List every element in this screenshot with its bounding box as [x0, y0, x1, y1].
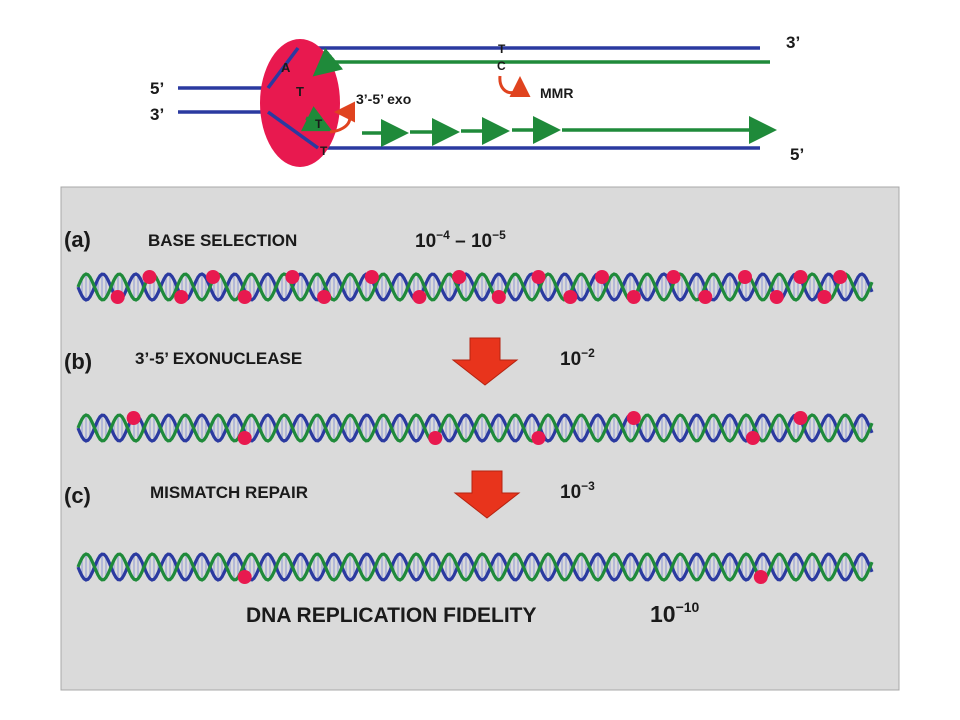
mismatch-error-dot	[531, 270, 546, 284]
mismatch-error-dot	[626, 290, 641, 304]
incoming-primer	[300, 106, 333, 132]
mismatch-error-dot	[412, 290, 427, 304]
mismatch-error-dot	[769, 290, 784, 304]
step-b-rate: 10−2	[560, 346, 595, 370]
mismatch-error-dot	[491, 290, 506, 304]
mismatch-error-dot	[428, 431, 443, 445]
mismatch-error-dot	[698, 290, 713, 304]
mismatch-error-dot	[142, 270, 157, 284]
mismatch-error-dot	[237, 570, 252, 584]
mismatch-error-dot	[110, 290, 125, 304]
mismatch-error-dot	[285, 270, 300, 284]
mismatch-error-dot	[753, 570, 768, 584]
step-a-letter: (a)	[64, 227, 91, 252]
helix-strand-green	[76, 272, 874, 302]
new-strand-top	[312, 47, 770, 77]
mismatch-error-dot	[793, 270, 808, 284]
mismatch-error-dot	[126, 411, 141, 425]
helix-strand-green	[76, 413, 874, 443]
mismatch-error-dot	[174, 290, 189, 304]
mismatch-error-dot	[237, 290, 252, 304]
dna-helix-a	[76, 270, 874, 304]
final-fidelity-rate: 10−10	[650, 599, 700, 627]
polymerase-enzyme	[260, 39, 340, 167]
mismatch-error-dot	[452, 270, 467, 284]
mismatch-error-dot	[237, 431, 252, 445]
helix-strand-green	[76, 552, 874, 582]
mismatch-error-dot	[738, 270, 752, 284]
final-fidelity-label: DNA REPLICATION FIDELITY	[246, 604, 537, 627]
three-prime-right-label: 3’	[786, 33, 800, 52]
five-prime-right-label: 5’	[790, 145, 804, 164]
base-T-top-label: T	[498, 42, 506, 56]
step-c-title: MISMATCH REPAIR	[150, 483, 308, 502]
down-arrow-2	[453, 470, 521, 519]
base-A-label: A	[281, 60, 291, 75]
mismatch-error-dot	[364, 270, 379, 284]
base-T-proof-label: T	[315, 117, 323, 131]
mismatch-error-dot	[626, 411, 641, 425]
mismatch-error-dot	[833, 270, 848, 284]
mismatch-error-dot	[817, 290, 832, 304]
mismatch-error-dot	[317, 290, 332, 304]
base-T-bottom-label: T	[320, 144, 328, 158]
mismatch-error-dot	[793, 411, 808, 425]
step-c-letter: (c)	[64, 483, 91, 508]
replication-fork-diagram: A T T T T C 5’ 3’ 3’ 5’ 3’-5’ exo MMR	[150, 33, 804, 167]
step-a-rate: 10−4 – 10−5	[415, 228, 506, 252]
step-a-title: BASE SELECTION	[148, 231, 297, 250]
dna-helix-b	[76, 411, 874, 445]
mismatch-error-dot	[745, 431, 760, 445]
mismatch-error-dot	[563, 290, 578, 304]
fidelity-panel: (a) BASE SELECTION 10−4 – 10−5 (b) 3’-5’…	[60, 186, 900, 691]
mmr-curved-arrow	[498, 75, 531, 98]
base-T-incoming-label: T	[296, 84, 304, 99]
down-arrow-1	[451, 337, 519, 386]
three-prime-left-label: 3’	[150, 105, 164, 124]
mismatch-error-dot	[666, 270, 681, 284]
mmr-label: MMR	[540, 85, 573, 101]
exo-curved-arrow	[329, 101, 356, 134]
step-b-title: 3’-5’ EXONUCLEASE	[135, 349, 302, 368]
mismatch-error-dot	[206, 270, 220, 284]
step-b-letter: (b)	[64, 349, 92, 374]
base-C-mismatch-label: C	[497, 59, 506, 73]
dna-helix-c	[76, 552, 874, 584]
five-prime-left-label: 5’	[150, 79, 164, 98]
exo-label: 3’-5’ exo	[356, 91, 411, 107]
mismatch-error-dot	[595, 270, 609, 284]
mismatch-error-dot	[531, 431, 546, 445]
step-c-rate: 10−3	[560, 479, 595, 503]
